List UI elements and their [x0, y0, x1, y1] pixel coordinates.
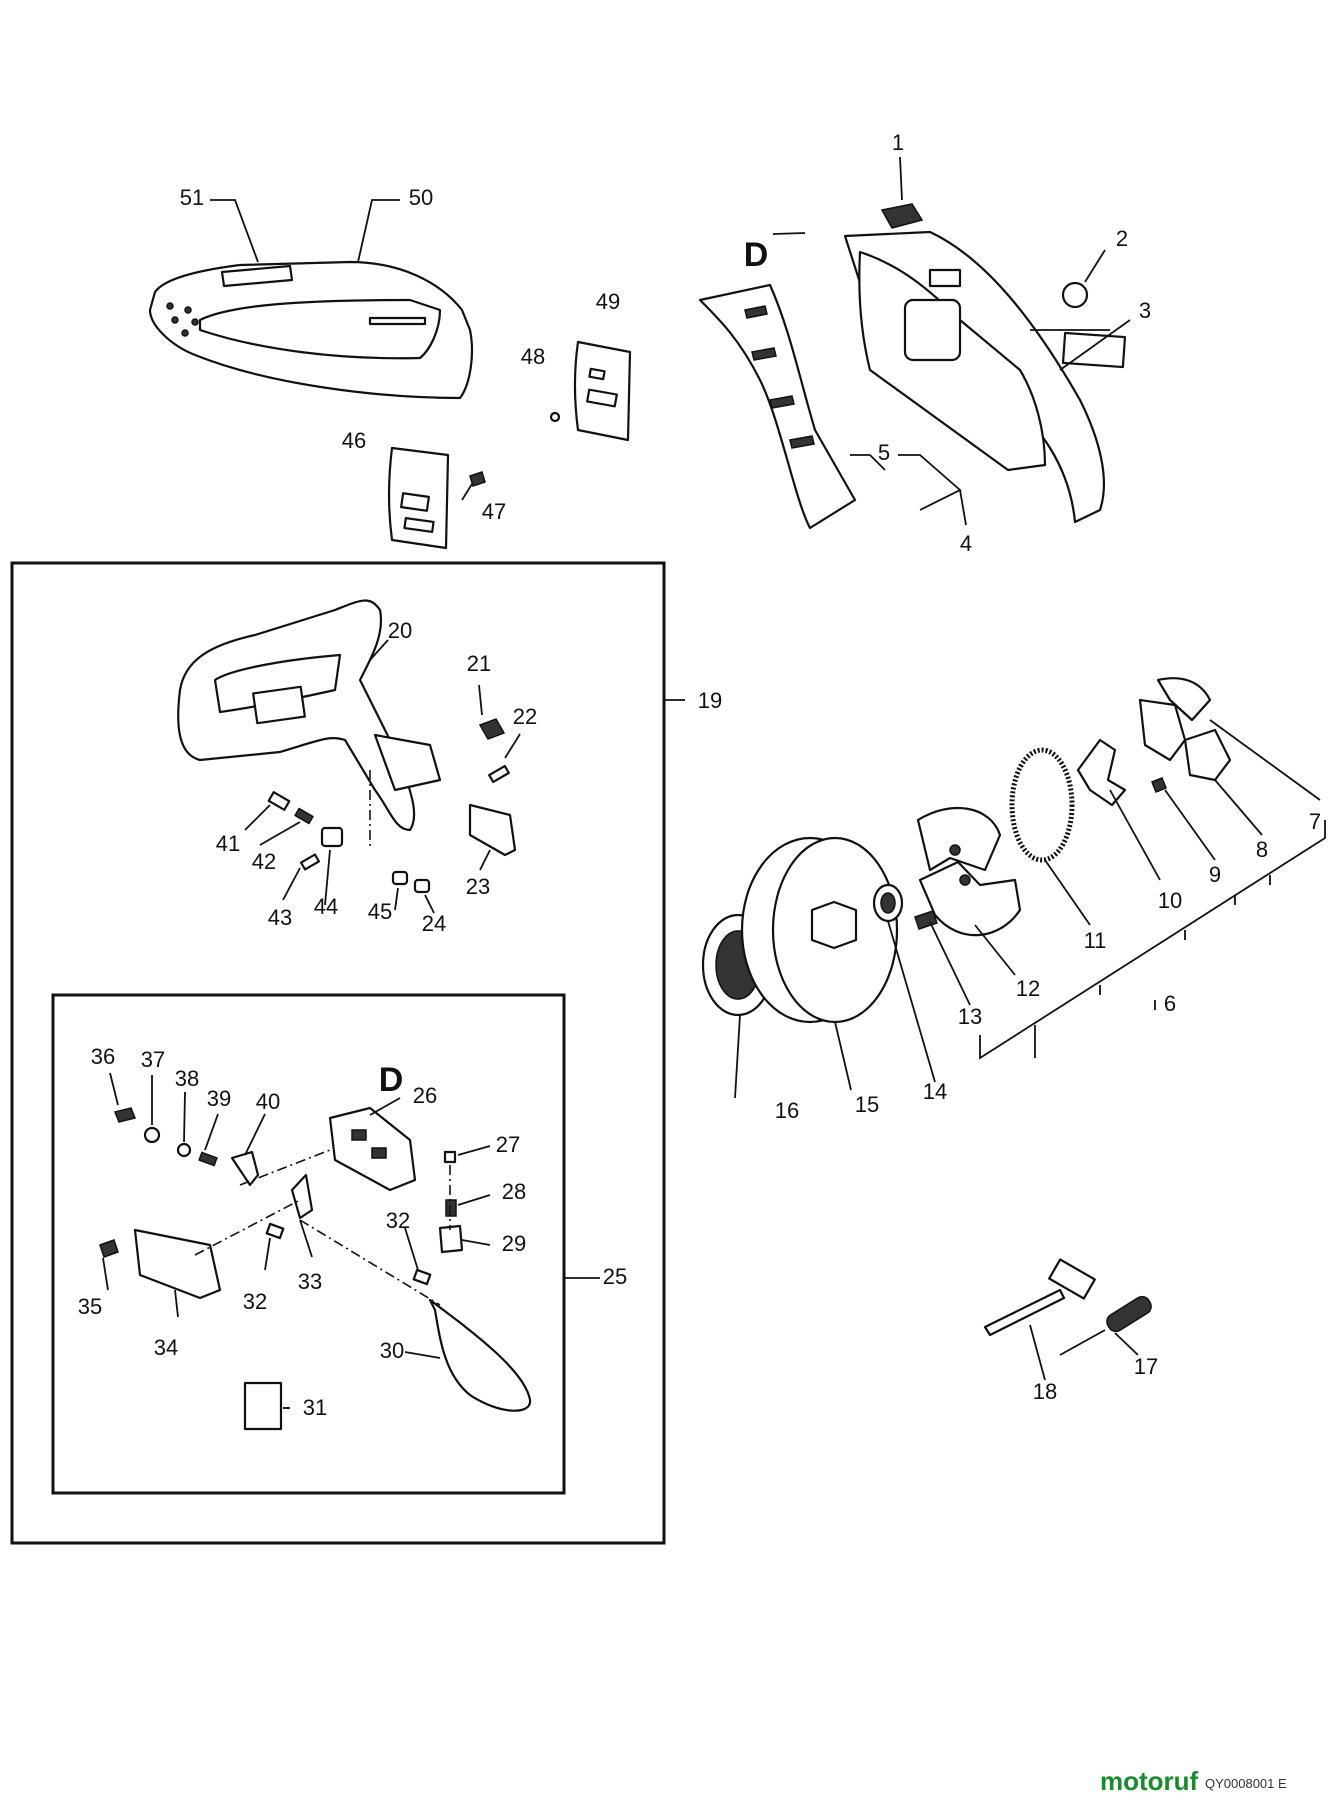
label-32a: 32: [386, 1208, 410, 1233]
label-17: 17: [1134, 1354, 1158, 1379]
cover-pad-1: [880, 203, 924, 229]
spring-42: [294, 807, 314, 825]
label-39: 39: [207, 1086, 231, 1111]
screwdriver-17: [1059, 1295, 1152, 1356]
spacer-45: [391, 870, 409, 886]
label-40: 40: [256, 1089, 280, 1114]
label-1: 1: [892, 130, 904, 155]
label-4: 4: [960, 531, 972, 556]
ref-mark-d-bottom: D: [379, 1061, 404, 1099]
screw-9: [1151, 777, 1167, 793]
combination-wrench-18: [983, 1258, 1096, 1337]
pin-41: [267, 791, 291, 811]
leader-lines-assembly: [102, 1072, 600, 1409]
label-36: 36: [91, 1044, 115, 1069]
label-22: 22: [513, 704, 537, 729]
leader-lines-clutch: [734, 719, 1326, 1099]
label-9: 9: [1209, 862, 1221, 887]
label-20: 20: [388, 618, 412, 643]
label-48: 48: [521, 344, 545, 369]
label-7: 7: [1309, 809, 1321, 834]
label-21: 21: [467, 651, 491, 676]
label-26: 26: [413, 1083, 437, 1108]
label-18: 18: [1033, 1379, 1057, 1404]
label-16: 16: [775, 1098, 799, 1123]
label-15: 15: [855, 1092, 879, 1117]
label-47: 47: [482, 499, 506, 524]
guide-bar-cover: [148, 260, 474, 400]
nut-2: [1061, 281, 1089, 309]
leader-lines-top-left: [210, 199, 400, 263]
screw-48: [549, 411, 561, 423]
label-34: 34: [154, 1335, 178, 1360]
brake-parts: [99, 1107, 532, 1431]
bolt-21: [478, 718, 506, 740]
label-29: 29: [502, 1231, 526, 1256]
bar-plate-49: [573, 340, 632, 442]
ref-mark-d-top: D: [744, 236, 769, 274]
label-43: 43: [268, 905, 292, 930]
label-25: 25: [603, 1264, 627, 1289]
label-5: 5: [878, 440, 890, 465]
brand-logo: motoruf: [1100, 1766, 1199, 1796]
leader-lines-brake: [244, 639, 685, 914]
label-11: 11: [1084, 928, 1107, 953]
label-38: 38: [175, 1066, 199, 1091]
collar-44: [320, 826, 344, 848]
label-2: 2: [1116, 226, 1128, 251]
label-37: 37: [141, 1047, 165, 1072]
sprocket-cover: [698, 230, 1106, 530]
label-24: 24: [422, 911, 446, 936]
label-31: 31: [303, 1395, 327, 1420]
label-12: 12: [1016, 976, 1040, 1001]
label-3: 3: [1139, 298, 1151, 323]
label-27: 27: [496, 1132, 520, 1157]
label-41: 41: [216, 831, 240, 856]
label-13: 13: [958, 1004, 982, 1029]
label-44: 44: [314, 894, 338, 919]
needle-bearing-14: [872, 883, 904, 923]
clutch-drum-15: [740, 836, 899, 1024]
hub-10: [1076, 738, 1127, 807]
leader-lines-cover: [772, 156, 1131, 526]
bar-plate-46: [387, 446, 450, 550]
label-8: 8: [1256, 837, 1268, 862]
label-51: 51: [180, 185, 204, 210]
label-3: [1061, 331, 1127, 369]
label-30: 30: [380, 1338, 404, 1363]
screw-13: [914, 910, 938, 930]
label-50: 50: [409, 185, 433, 210]
label-32b: 32: [243, 1289, 267, 1314]
shoe-7a: [1156, 677, 1212, 722]
label-19: 19: [698, 688, 722, 713]
clutch-spring-11: [1009, 747, 1075, 863]
label-14: 14: [923, 1079, 947, 1104]
label-33: 33: [298, 1269, 322, 1294]
shoe-7b: [1138, 698, 1187, 762]
brake-housing-26: [328, 1106, 417, 1192]
label-42: 42: [252, 849, 276, 874]
clutch-shoes-12: [916, 806, 1022, 937]
label-49: 49: [596, 289, 620, 314]
label-6: 6: [1164, 991, 1176, 1016]
label-23: 23: [466, 874, 490, 899]
pin-43: [299, 853, 321, 871]
shoe-8: [1183, 728, 1232, 782]
label-46: 46: [342, 428, 366, 453]
spacer-24: [413, 878, 431, 894]
chain-brake-handle: [177, 599, 517, 857]
footer-code: QY0008001 E: [1205, 1776, 1287, 1791]
screw-47: [469, 471, 486, 487]
pin-22: [488, 764, 510, 784]
group-box-19: [10, 561, 666, 1545]
group-box-25: [51, 993, 566, 1495]
label-45: 45: [368, 899, 392, 924]
label-28: 28: [502, 1179, 526, 1204]
label-35: 35: [78, 1294, 102, 1319]
label-10: 10: [1158, 888, 1182, 913]
